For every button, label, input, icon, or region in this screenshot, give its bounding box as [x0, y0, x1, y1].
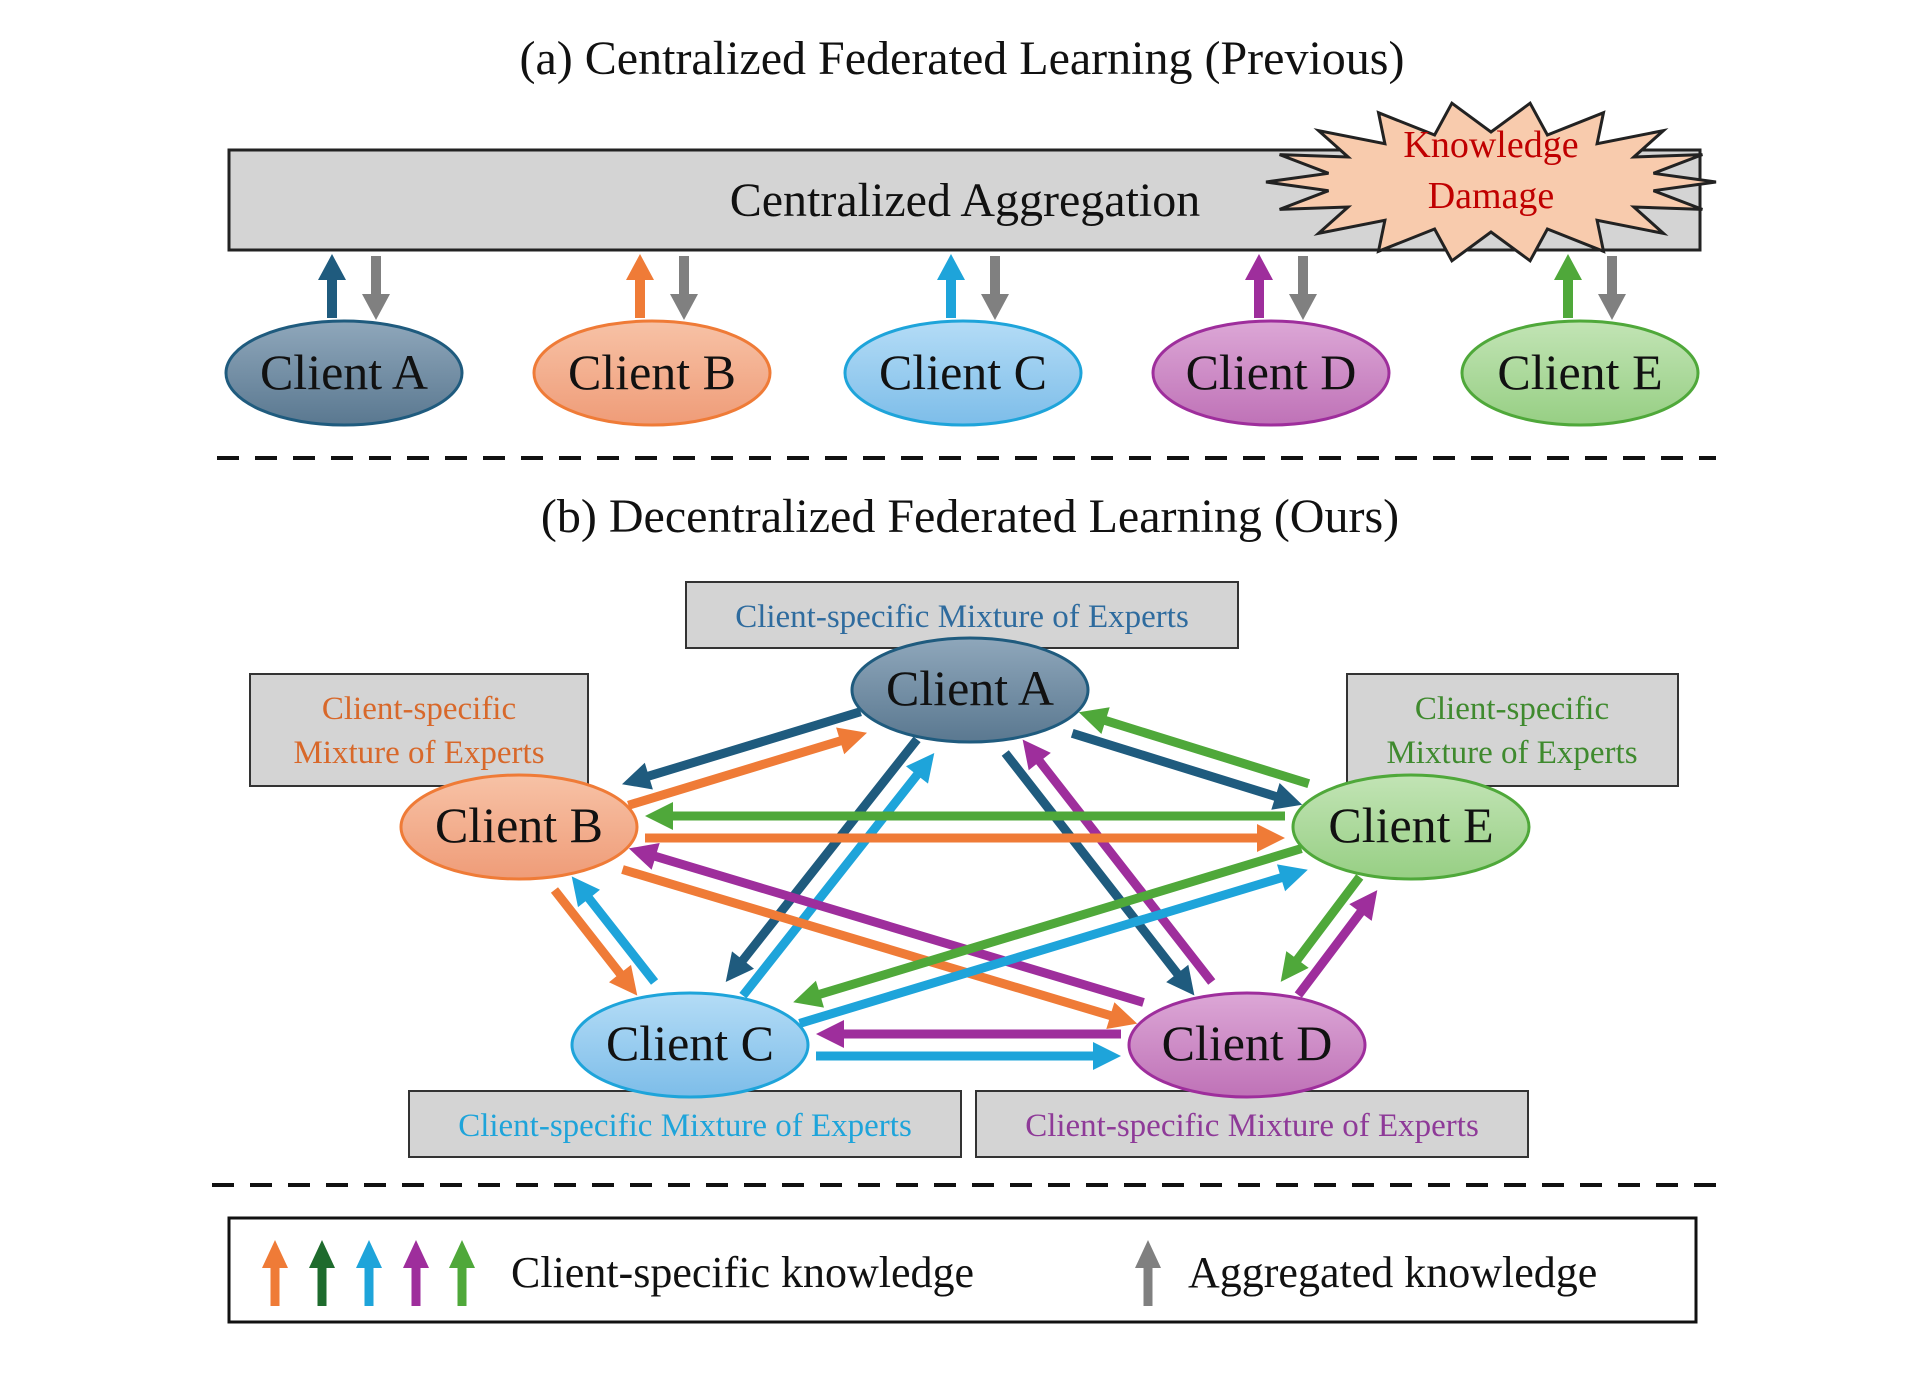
arrow-b-to-e — [645, 824, 1285, 852]
legend-client-arrow-1 — [262, 1240, 288, 1306]
arrow-d-to-e — [1294, 890, 1378, 998]
panel-a-client-b-node — [532, 319, 772, 427]
panel-a-client-b-label: Client B — [568, 344, 736, 400]
arrow-d-to-b — [628, 843, 1145, 1007]
legend-arrows — [262, 1240, 1161, 1306]
legend-aggregated-label: Aggregated knowledge — [1188, 1248, 1597, 1297]
panel-a-download-arrow-b — [670, 256, 698, 320]
moe-box-e — [1346, 673, 1679, 787]
panel-b-title: (b) Decentralized Federated Learning (Ou… — [541, 490, 1399, 543]
moe-label-e-line2: Mixture of Experts — [1386, 735, 1637, 771]
arrow-e-to-b — [645, 802, 1285, 830]
panel-a-client-c-node — [843, 319, 1083, 427]
centralized-aggregation-label: Centralized Aggregation — [730, 174, 1201, 227]
arrow-e-to-c — [793, 844, 1303, 1008]
moe-label-a: Client-specific Mixture of Experts — [735, 599, 1189, 635]
moe-box-c — [408, 1090, 962, 1158]
moe-box-b — [249, 673, 589, 787]
moe-box-d — [975, 1090, 1529, 1158]
arrow-c-to-b — [571, 876, 659, 985]
arrow-e-to-d — [1280, 874, 1364, 982]
legend-client-arrow-4 — [403, 1240, 429, 1306]
arrow-c-to-d — [816, 1042, 1121, 1070]
knowledge-damage-line1: Knowledge — [1403, 124, 1578, 166]
panel-a-clients: Client A Client B Client C Client D Client E — [224, 254, 1700, 427]
arrow-a-to-e — [1070, 729, 1303, 810]
panel-a-download-arrow-d — [1289, 256, 1317, 320]
panel-b-client-b-node — [399, 773, 639, 881]
arrow-a-to-b — [622, 707, 862, 790]
panel-b-client-b-label: Client B — [435, 797, 603, 853]
panel-a-client-c-label: Client C — [879, 344, 1047, 400]
moe-label-b-line1: Client-specific — [322, 691, 516, 727]
arrow-e-to-a — [1078, 707, 1311, 788]
moe-label-c: Client-specific Mixture of Experts — [458, 1108, 912, 1144]
arrow-c-to-e — [798, 864, 1308, 1028]
moe-label-d: Client-specific Mixture of Experts — [1025, 1108, 1479, 1144]
panel-a-upload-arrow-c — [937, 254, 965, 318]
panel-a-upload-arrow-b — [626, 254, 654, 318]
panel-a-download-arrow-c — [981, 256, 1009, 320]
arrow-c-to-a — [739, 753, 935, 999]
knowledge-damage-line2: Damage — [1428, 175, 1555, 217]
panel-b-client-c-label: Client C — [606, 1015, 774, 1071]
panel-a-client-a-label: Client A — [260, 344, 428, 400]
arrow-d-to-a — [1022, 739, 1216, 985]
panel-b-arrows — [550, 707, 1378, 1070]
panel-b-client-a-node — [850, 636, 1090, 744]
moe-label-b-line2: Mixture of Experts — [293, 735, 544, 771]
legend: Client-specific knowledge Aggregated kno… — [227, 1216, 1698, 1324]
panel-a-client-e-label: Client E — [1497, 344, 1662, 400]
panel-a-download-arrow-a — [362, 256, 390, 320]
legend-client-arrow-2 — [309, 1240, 335, 1306]
knowledge-damage-burst — [1265, 100, 1717, 264]
panel-a-download-arrow-e — [1598, 256, 1626, 320]
legend-box — [227, 1216, 1698, 1324]
legend-client-arrow-5 — [449, 1240, 475, 1306]
panel-b-client-a-label: Client A — [886, 660, 1054, 716]
arrow-b-to-c — [550, 887, 638, 996]
arrow-b-to-a — [627, 727, 867, 810]
legend-client-arrow-3 — [356, 1240, 382, 1306]
panel-b-client-e-label: Client E — [1328, 797, 1493, 853]
panel-b: (b) Decentralized Federated Learning (Ou… — [249, 490, 1679, 1158]
panel-a-title: (a) Centralized Federated Learning (Prev… — [520, 32, 1405, 85]
panel-b-client-d-node — [1127, 991, 1367, 1099]
panel-b-client-e-node — [1291, 773, 1531, 881]
panel-b-client-d-label: Client D — [1162, 1015, 1333, 1071]
panel-a-client-a-node — [224, 319, 464, 427]
panel-a-client-d-node — [1151, 319, 1391, 427]
panel-b-client-c-node — [570, 991, 810, 1099]
arrow-a-to-c — [725, 736, 921, 982]
arrow-a-to-d — [1001, 750, 1195, 996]
panel-a-upload-arrow-a — [318, 254, 346, 318]
panel-a-upload-arrow-d — [1245, 254, 1273, 318]
legend-aggregated-arrow — [1135, 1240, 1161, 1306]
arrow-b-to-d — [621, 865, 1138, 1029]
legend-client-specific-label: Client-specific knowledge — [511, 1248, 974, 1297]
panel-a-client-e-node — [1460, 319, 1700, 427]
moe-label-e-line1: Client-specific — [1415, 691, 1609, 727]
panel-a: (a) Centralized Federated Learning (Prev… — [224, 32, 1717, 427]
arrow-d-to-c — [816, 1020, 1121, 1048]
panel-a-client-d-label: Client D — [1186, 344, 1357, 400]
panel-a-upload-arrow-e — [1554, 254, 1582, 318]
